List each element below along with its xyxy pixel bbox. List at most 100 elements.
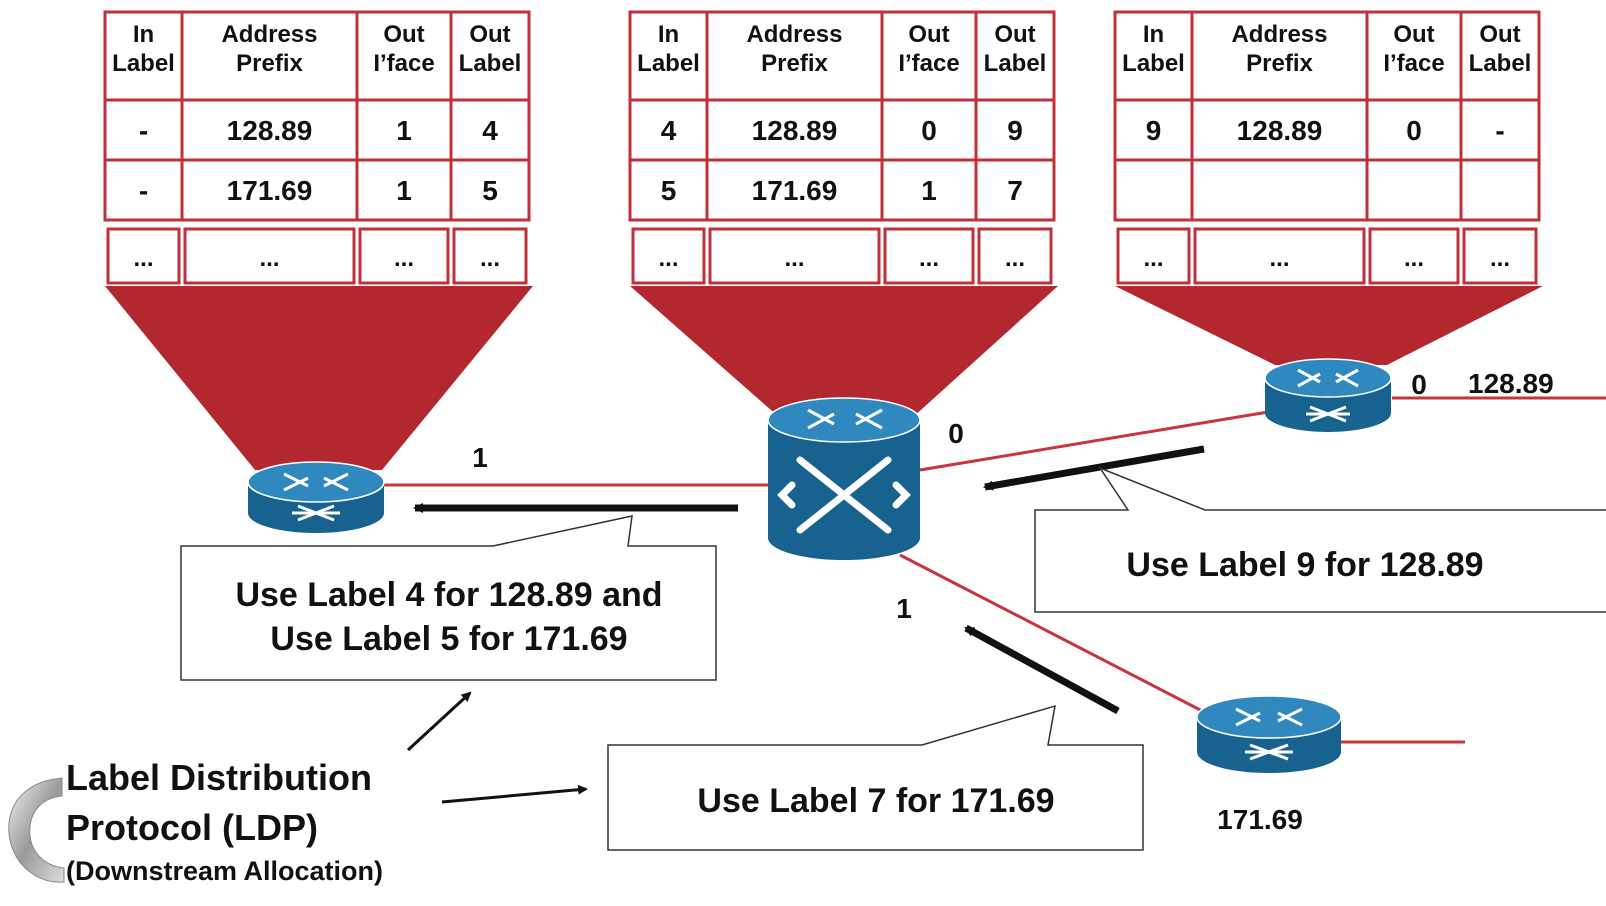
header-address-prefix-line1: Address	[221, 21, 317, 48]
funnel-right	[1115, 286, 1543, 365]
cell-address-prefix: 171.69	[227, 175, 313, 206]
header-out-iface-line2: I’face	[898, 50, 959, 77]
cell-out-iface: 1	[921, 175, 937, 206]
callout-left-line2: Use Label 5 for 171.69	[270, 620, 627, 658]
core-switch[interactable]	[767, 397, 921, 560]
header-address-prefix-line2: Prefix	[236, 50, 303, 77]
header-out-iface-line2: I’face	[373, 50, 434, 77]
header-out-iface-line1: Out	[383, 21, 424, 48]
cell-out-iface: 0	[921, 115, 937, 146]
ellipsis-cell	[631, 227, 706, 285]
ldp-title-line2: Protocol (LDP)	[66, 807, 318, 848]
links	[383, 396, 1606, 744]
prefix-label-right: 128.89	[1468, 368, 1554, 399]
link-core-right	[919, 410, 1269, 472]
funnel-center	[630, 286, 1058, 418]
lfib-funnels	[105, 286, 1543, 470]
header-out-label-line1: Out	[994, 21, 1035, 48]
callout-bottom: Use Label 7 for 171.69	[607, 704, 1144, 851]
link-core-bottom	[899, 553, 1211, 717]
ldp-caption: Label Distribution Protocol (LDP) (Downs…	[8, 691, 588, 886]
header-address-prefix-line2: Prefix	[1246, 50, 1313, 77]
ellipsis-cell	[1193, 227, 1366, 285]
ellipsis-out-label: ...	[480, 245, 500, 272]
cell-out-iface: 0	[1406, 115, 1422, 146]
ellipsis-cell	[106, 227, 181, 285]
cell-out-label: -	[1495, 115, 1504, 146]
ellipsis-in-label: ...	[133, 245, 153, 272]
ellipsis-cell	[883, 227, 975, 285]
header-out-iface-line1: Out	[908, 21, 949, 48]
ldp-title-line1: Label Distribution	[66, 757, 372, 798]
header-out-label-line2: Label	[459, 50, 522, 77]
ldp-arrow-to-bottom-callout	[441, 784, 588, 804]
cell-in-label: 5	[661, 175, 677, 206]
header-out-iface-line1: Out	[1393, 21, 1434, 48]
header-out-label-line2: Label	[1469, 50, 1532, 77]
cell-address-prefix: 128.89	[1237, 115, 1323, 146]
header-address-prefix-line2: Prefix	[761, 50, 828, 77]
header-out-label-line1: Out	[1479, 21, 1520, 48]
iface-label-right-out: 0	[1411, 369, 1427, 400]
funnel-left	[105, 286, 533, 470]
iface-label-left: 1	[472, 442, 488, 473]
callout-right: Use Label 9 for 128.89	[1034, 466, 1606, 613]
ellipsis-cell	[708, 227, 881, 285]
ellipsis-out-label: ...	[1490, 245, 1510, 272]
lfib-table-1: InLabel--...AddressPrefix128.89171.69...…	[103, 10, 531, 285]
ellipsis-address-prefix: ...	[1269, 245, 1289, 272]
callout-left-line1: Use Label 4 for 128.89 and	[235, 576, 662, 614]
callout-left: Use Label 4 for 128.89 and Use Label 5 f…	[180, 515, 717, 681]
ellipsis-cell	[183, 227, 356, 285]
lfib-table-3: InLabel9...AddressPrefix128.89...OutI’fa…	[1113, 10, 1541, 285]
header-in-label-line2: Label	[112, 50, 175, 77]
table-frame	[103, 10, 531, 222]
cell-out-iface: 1	[396, 115, 412, 146]
callout-bottom-text: Use Label 7 for 171.69	[697, 782, 1054, 820]
ellipsis-cell	[358, 227, 450, 285]
router-right[interactable]	[1264, 358, 1392, 432]
header-in-label-line1: In	[133, 21, 154, 48]
ellipsis-out-iface: ...	[1404, 245, 1424, 272]
arrow-bottom-to-core	[964, 624, 1120, 715]
cell-in-label: 9	[1146, 115, 1162, 146]
header-in-label-line2: Label	[1122, 50, 1185, 77]
ellipsis-cell	[977, 227, 1053, 285]
cell-in-label: -	[139, 115, 148, 146]
lfib-tables: InLabel--...AddressPrefix128.89171.69...…	[103, 10, 1541, 285]
iface-label-core-right: 0	[948, 418, 964, 449]
table-frame	[1113, 10, 1541, 222]
cell-out-label: 5	[482, 175, 498, 206]
ellipsis-address-prefix: ...	[784, 245, 804, 272]
arrow-right-to-core	[983, 445, 1205, 491]
header-in-label-line1: In	[1143, 21, 1164, 48]
header-out-label-line1: Out	[469, 21, 510, 48]
ldp-arrow-to-left-callout	[406, 691, 472, 752]
router-bottom[interactable]	[1196, 695, 1342, 773]
ellipsis-address-prefix: ...	[259, 245, 279, 272]
header-in-label-line2: Label	[637, 50, 700, 77]
ellipsis-out-iface: ...	[394, 245, 414, 272]
cell-address-prefix: 171.69	[752, 175, 838, 206]
cell-address-prefix: 128.89	[227, 115, 313, 146]
ellipsis-cell	[1116, 227, 1191, 285]
cell-address-prefix: 128.89	[752, 115, 838, 146]
lfib-table-2: InLabel45...AddressPrefix128.89171.69...…	[628, 10, 1056, 285]
ellipsis-cell	[1462, 227, 1538, 285]
ellipsis-out-iface: ...	[919, 245, 939, 272]
prefix-label-bottom: 171.69	[1217, 804, 1303, 835]
cell-out-label: 4	[482, 115, 498, 146]
ldp-arrows	[413, 445, 1205, 715]
ldp-subtitle: (Downstream Allocation)	[66, 856, 383, 886]
header-out-label-line2: Label	[984, 50, 1047, 77]
iface-label-core-bottom: 1	[896, 593, 912, 624]
ellipsis-in-label: ...	[658, 245, 678, 272]
ellipsis-cell	[452, 227, 528, 285]
ellipsis-in-label: ...	[1143, 245, 1163, 272]
router-left[interactable]	[247, 461, 385, 533]
table-frame	[628, 10, 1056, 222]
header-in-label-line1: In	[658, 21, 679, 48]
ellipsis-cell	[1368, 227, 1460, 285]
callout-right-text: Use Label 9 for 128.89	[1126, 546, 1483, 584]
cell-in-label: -	[139, 175, 148, 206]
